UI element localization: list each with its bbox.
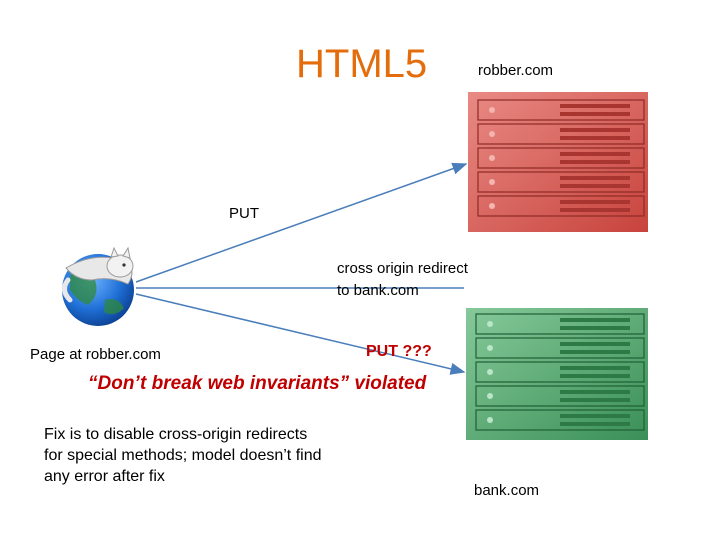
put-label: PUT: [229, 205, 259, 222]
put-unknown-label: PUT ???: [366, 343, 432, 360]
put-arrow: [135, 162, 468, 283]
fix-note-line: Fix is to disable cross-origin redirects: [44, 426, 308, 443]
fix-note: Fix is to disable cross-origin redirects…: [44, 424, 384, 487]
bank-server-label: bank.com: [474, 482, 540, 499]
invariant-violated-label: “Don’t break web invariants” violated: [88, 373, 427, 394]
redirect-label-line2: to bank.com: [337, 282, 419, 299]
browser-page-label: Page at robber.com: [30, 346, 161, 363]
robber-server-label: robber.com: [478, 62, 554, 79]
slide-title: HTML5: [296, 42, 428, 86]
redirect-label-line1: cross origin redirect: [337, 260, 468, 277]
robber-server-icon: [468, 92, 648, 232]
bank-server-icon: [466, 308, 648, 440]
browser-globe-icon: [62, 246, 134, 326]
put-unknown-arrow: [135, 293, 466, 375]
fix-note-line: for special methods; model doesn’t find: [44, 447, 322, 464]
fix-note-line: any error after fix: [44, 468, 165, 485]
